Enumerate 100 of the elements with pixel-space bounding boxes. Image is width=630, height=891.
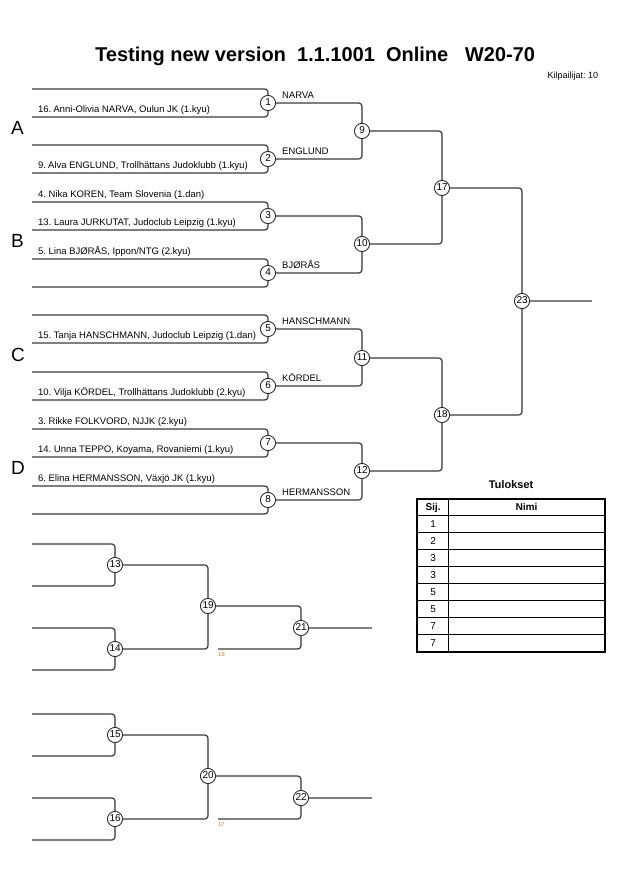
- match-number-circle: 21: [293, 620, 309, 636]
- competitor-name: 3. Rikke FOLKVORD, NJJK (2.kyu): [38, 416, 187, 427]
- match-number-circle: 4: [260, 265, 276, 281]
- bracket-line: [309, 627, 372, 629]
- match-number-circle: 14: [107, 641, 123, 657]
- bracket-line: [370, 423, 443, 472]
- bracket-line: [276, 215, 363, 236]
- bracket-line: [218, 806, 302, 820]
- bracket-line: [32, 281, 269, 288]
- bracket-line: [32, 451, 269, 458]
- rank-cell: 5: [417, 600, 448, 618]
- bracket-line: [32, 88, 269, 95]
- rank-cell: 1: [417, 516, 448, 532]
- bracket-line: [276, 479, 363, 501]
- bracket-line: [32, 743, 116, 757]
- column-header: Sij.: [417, 499, 448, 516]
- winner-name: ENGLUND: [282, 146, 328, 157]
- rank-cell: 7: [417, 618, 448, 634]
- match-number-circle: 10: [354, 236, 370, 252]
- match-number-circle: 15: [107, 727, 123, 743]
- bracket-line: [32, 827, 116, 841]
- match-number-circle: 22: [293, 790, 309, 806]
- bracket-line: [123, 614, 209, 650]
- bracket-line: [309, 797, 372, 799]
- match-number-circle: 19: [200, 598, 216, 614]
- competitor-name: 6. Elina HERMANSSON, Växjö JK (1.kyu): [38, 473, 215, 484]
- winner-name: NARVA: [282, 90, 314, 101]
- bracket-line: [123, 784, 209, 820]
- bracket-line: [450, 309, 523, 416]
- bracket-line: [370, 357, 443, 407]
- bracket-line: [276, 139, 363, 160]
- competitor-name: 15. Tanja HANSCHMANN, Judoclub Leipzig (1.dan): [38, 330, 256, 341]
- match-number-circle: 9: [354, 123, 370, 139]
- competitor-name: 9. Alva ENGLUND, Trollhättans Judoklubb (1.kyu): [38, 160, 248, 171]
- bracket-line: [123, 734, 209, 768]
- competitor-name: 10. Vilja KÖRDEL, Trollhättans Judoklubb (2.kyu): [38, 387, 246, 398]
- bracket-line: [32, 797, 116, 811]
- bracket-line: [216, 775, 302, 790]
- rank-cell: 3: [417, 566, 448, 584]
- match-number-circle: 13: [107, 557, 123, 573]
- rank-cell: 3: [417, 550, 448, 566]
- bracket-line: [32, 485, 269, 492]
- bracket-line: [32, 337, 269, 344]
- match-number-circle: 18: [434, 407, 450, 423]
- bracket-line: [32, 314, 269, 321]
- match-number-circle: 5: [260, 321, 276, 337]
- bracket-line: [370, 196, 443, 245]
- bracket-line: [32, 258, 269, 265]
- match-number-circle: 1: [260, 95, 276, 111]
- bracket-line: [123, 564, 209, 598]
- title: Testing new version 1.1.1001 Online W20-70: [94, 44, 536, 67]
- competitor-name: 14. Unna TEPPO, Koyama, Rovaniemi (1.kyu): [38, 444, 234, 455]
- match-number-circle: 11: [354, 350, 370, 366]
- rank-cell: 2: [417, 532, 448, 550]
- pool-letter: A: [11, 118, 24, 140]
- bracket-line: [32, 167, 269, 174]
- bracket-line: [276, 102, 363, 123]
- bracket-line: [32, 627, 116, 641]
- match-number-circle: 8: [260, 492, 276, 508]
- rank-cell: 5: [417, 584, 448, 600]
- match-number-circle: 2: [260, 151, 276, 167]
- match-number-circle: 7: [260, 435, 276, 451]
- match-number-circle: 6: [260, 378, 276, 394]
- winner-name: HANSCHMANN: [282, 316, 350, 327]
- competitor-name: 5. Lina BJØRÅS, Ippon/NTG (2.kyu): [38, 246, 191, 257]
- competitor-name: 4. Nika KOREN, Team Slovenia (1.dan): [38, 189, 204, 200]
- pool-letter: D: [11, 458, 25, 480]
- pool-letter: B: [11, 231, 24, 253]
- winner-name: KÖRDEL: [282, 373, 322, 384]
- bracket-line: [276, 252, 363, 274]
- match-number-circle: 12: [354, 463, 370, 479]
- match-number-circle: 23: [514, 293, 530, 309]
- bracket-line: [32, 201, 269, 208]
- bracket-line: [32, 144, 269, 151]
- match-number-circle: 20: [200, 768, 216, 784]
- bracket-line: [32, 508, 269, 515]
- match-number-circle: 17: [434, 180, 450, 196]
- bracket-line: [32, 224, 269, 231]
- match-number-circle: 16: [107, 811, 123, 827]
- pool-letter: C: [11, 345, 25, 367]
- bracket-line: [276, 328, 363, 350]
- bracket-line: [32, 428, 269, 435]
- table-title: Tulokset: [488, 479, 534, 491]
- bracket-line: [32, 657, 116, 671]
- bracket-line: [370, 130, 443, 180]
- bracket-line: [276, 442, 363, 463]
- bracket-line: [32, 573, 116, 587]
- bracket-line: [216, 605, 302, 620]
- bracket-line: [32, 394, 269, 401]
- bracket-line: [276, 366, 363, 387]
- bracket-line: [32, 111, 269, 118]
- bracket-line: [530, 300, 592, 302]
- competitor-count: Kilpailijat: 10: [547, 70, 598, 80]
- winner-name: HERMANSSON: [282, 487, 350, 498]
- bracket-line: [218, 636, 302, 650]
- bracket-line: [32, 713, 116, 727]
- bracket-line: [450, 187, 523, 293]
- bracket-line: [32, 371, 269, 378]
- winner-name: BJØRÅS: [282, 260, 320, 271]
- competitor-name: 16. Anni-Olivia NARVA, Oulun JK (1.kyu): [38, 104, 210, 115]
